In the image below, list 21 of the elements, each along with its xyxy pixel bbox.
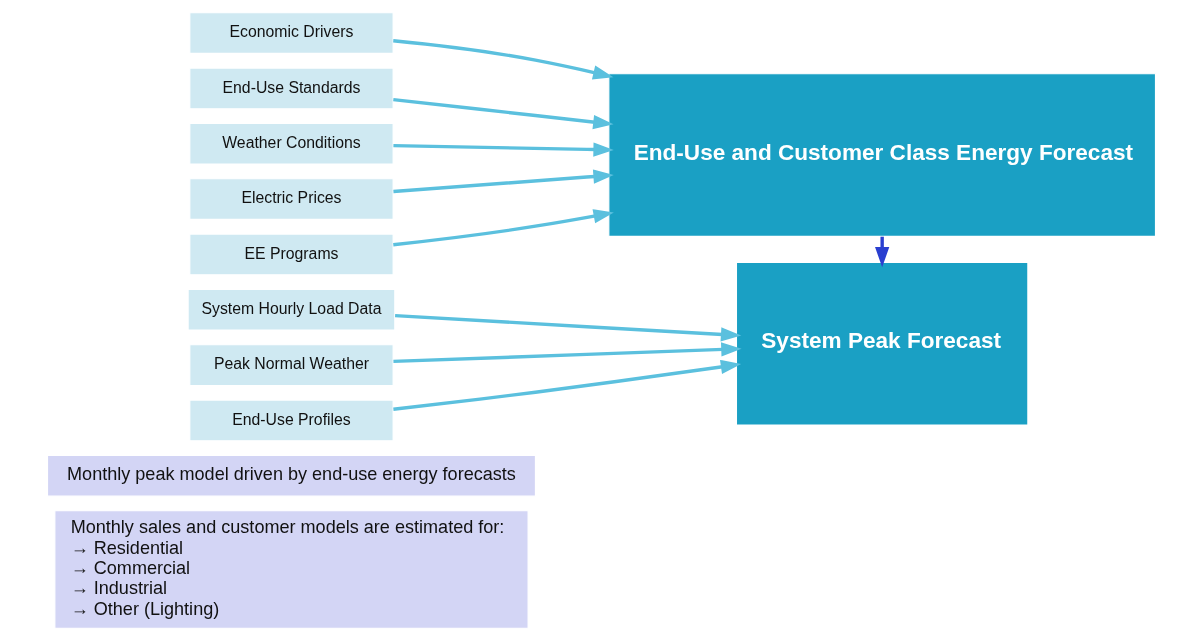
node-box: Monthly sales and customer models are estimated for: → Residential → Commercial → Industrial → Other (Lighting) — [53, 510, 529, 629]
node-box: Monthly peak model driven by end-use energy forecasts — [46, 454, 536, 497]
arrow — [392, 342, 742, 364]
node-box: End-Use Standards — [188, 67, 394, 110]
arrow — [392, 97, 614, 130]
node-box: Economic Drivers — [188, 12, 394, 54]
node-box: Peak Normal Weather — [188, 344, 394, 386]
arrow — [874, 236, 889, 268]
arrow — [394, 314, 741, 342]
node-box: System Peak Forecast — [735, 261, 1028, 426]
arrow — [392, 142, 614, 157]
node-box: System Hourly Load Data — [187, 288, 395, 331]
node-box: End-Use Profiles — [188, 399, 394, 442]
node-box: Weather Conditions — [188, 122, 394, 165]
node-box: Electric Prices — [188, 178, 394, 220]
arrow — [392, 209, 614, 247]
arrow — [392, 39, 613, 80]
arrow — [392, 359, 741, 411]
node-box: EE Programs — [188, 233, 394, 276]
arrow — [392, 169, 614, 194]
node-box: End-Use and Customer Class Energy Forecast — [607, 73, 1156, 237]
